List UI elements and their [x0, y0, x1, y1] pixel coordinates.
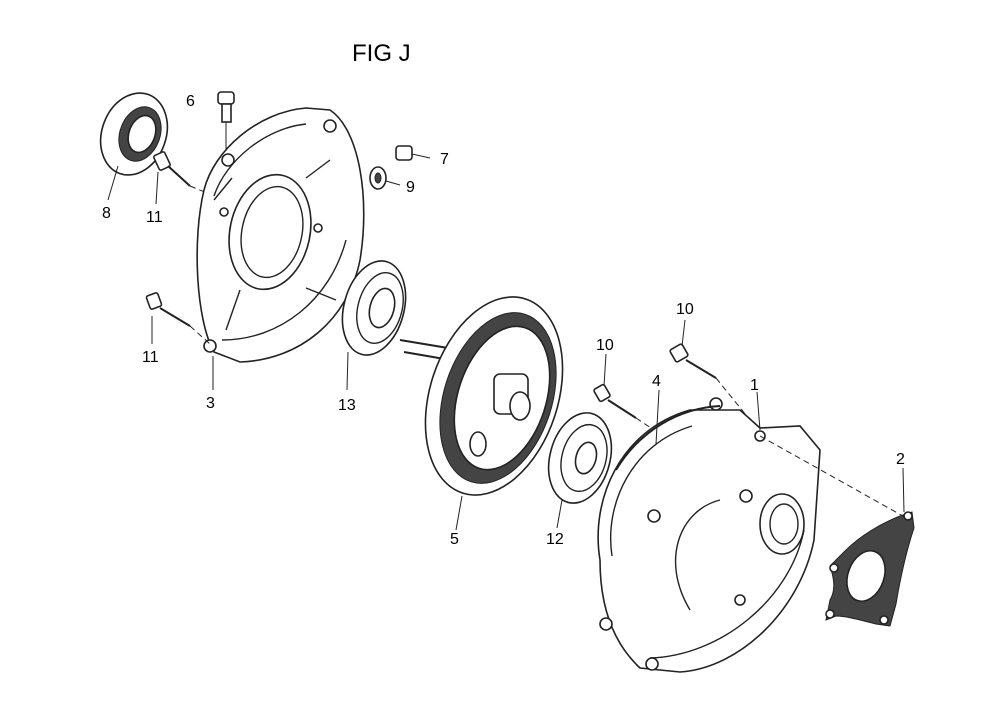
bearing-part-12 — [547, 412, 613, 504]
part-label-12: 12 — [546, 531, 564, 548]
rear-cover-part-1 — [597, 397, 821, 673]
part-label-8: 8 — [102, 205, 111, 222]
leader-lines — [107, 165, 905, 531]
washer-part-9 — [369, 166, 401, 190]
part-label-4: 4 — [652, 373, 661, 390]
part-label-10b: 10 — [676, 301, 694, 318]
front-cover-part-3 — [196, 107, 365, 363]
part-label-13: 13 — [338, 397, 356, 414]
part-label-6: 6 — [186, 93, 195, 110]
breather-plug-part-6 — [217, 91, 235, 152]
bolt-part-10-right — [669, 343, 751, 421]
part-label-3: 3 — [206, 395, 215, 412]
figure-title: FIG J — [352, 40, 411, 67]
bearing-part-13 — [341, 260, 407, 356]
bolt-part-11-lower — [145, 292, 211, 345]
part-label-11a: 11 — [146, 209, 163, 226]
gasket-part-2 — [825, 511, 915, 627]
drain-bolt-part-7 — [395, 145, 431, 161]
part-label-7: 7 — [440, 151, 449, 168]
bolt-part-11-upper — [153, 151, 213, 196]
part-label-11b: 11 — [142, 349, 159, 366]
oil-seal-part-8 — [99, 92, 169, 176]
bolt-part-10-left — [593, 383, 661, 435]
ring-gear-part-5 — [399, 296, 564, 496]
part-label-2: 2 — [896, 451, 905, 468]
assembly-axis-line — [759, 435, 911, 521]
part-label-1: 1 — [750, 377, 759, 394]
part-label-10a: 10 — [596, 337, 614, 354]
part-label-5: 5 — [450, 531, 459, 548]
cover-seal-part-4 — [615, 405, 721, 471]
part-label-9: 9 — [406, 179, 415, 196]
